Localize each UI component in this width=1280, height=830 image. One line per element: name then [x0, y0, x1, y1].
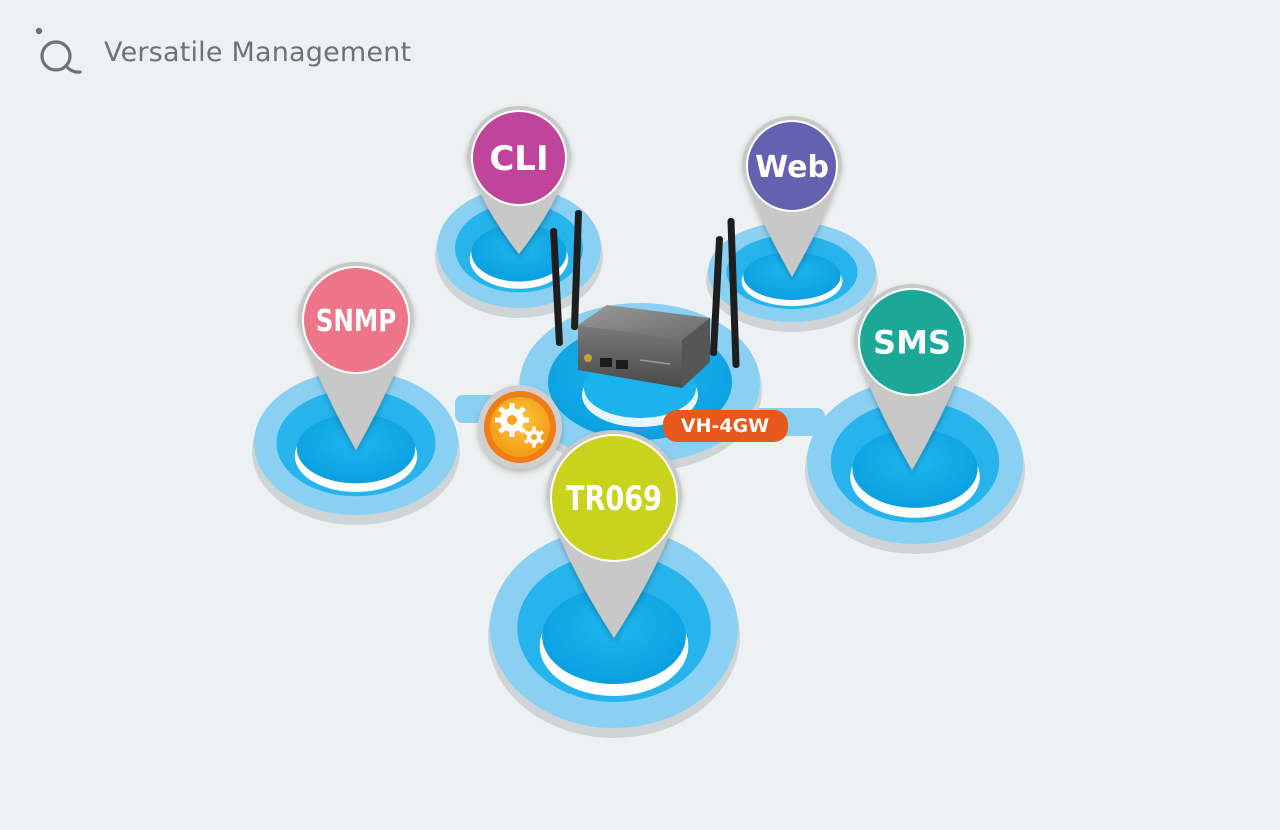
pin-label-snmp: SNMP	[316, 304, 397, 339]
pin-tr069: TR069	[546, 430, 682, 638]
page-title: Versatile Management	[104, 36, 412, 68]
pin-label-cli: CLI	[489, 139, 548, 179]
gears-icon	[478, 385, 562, 469]
model-label: VH-4GW	[681, 415, 769, 437]
pin-web: Web	[742, 116, 842, 277]
pin-cli: CLI	[467, 106, 571, 254]
pin-label-sms: SMS	[873, 324, 951, 362]
router-icon	[550, 210, 740, 388]
pin-sms: SMS	[854, 284, 970, 471]
pin-label-web: Web	[755, 150, 829, 185]
pin-snmp: SNMP	[298, 262, 414, 451]
circle-a-logo-icon	[35, 27, 82, 74]
pin-label-tr069: TR069	[566, 479, 662, 519]
model-badge: VH-4GW	[663, 410, 788, 442]
header: Versatile Management	[34, 26, 411, 78]
platform-web	[706, 222, 878, 332]
